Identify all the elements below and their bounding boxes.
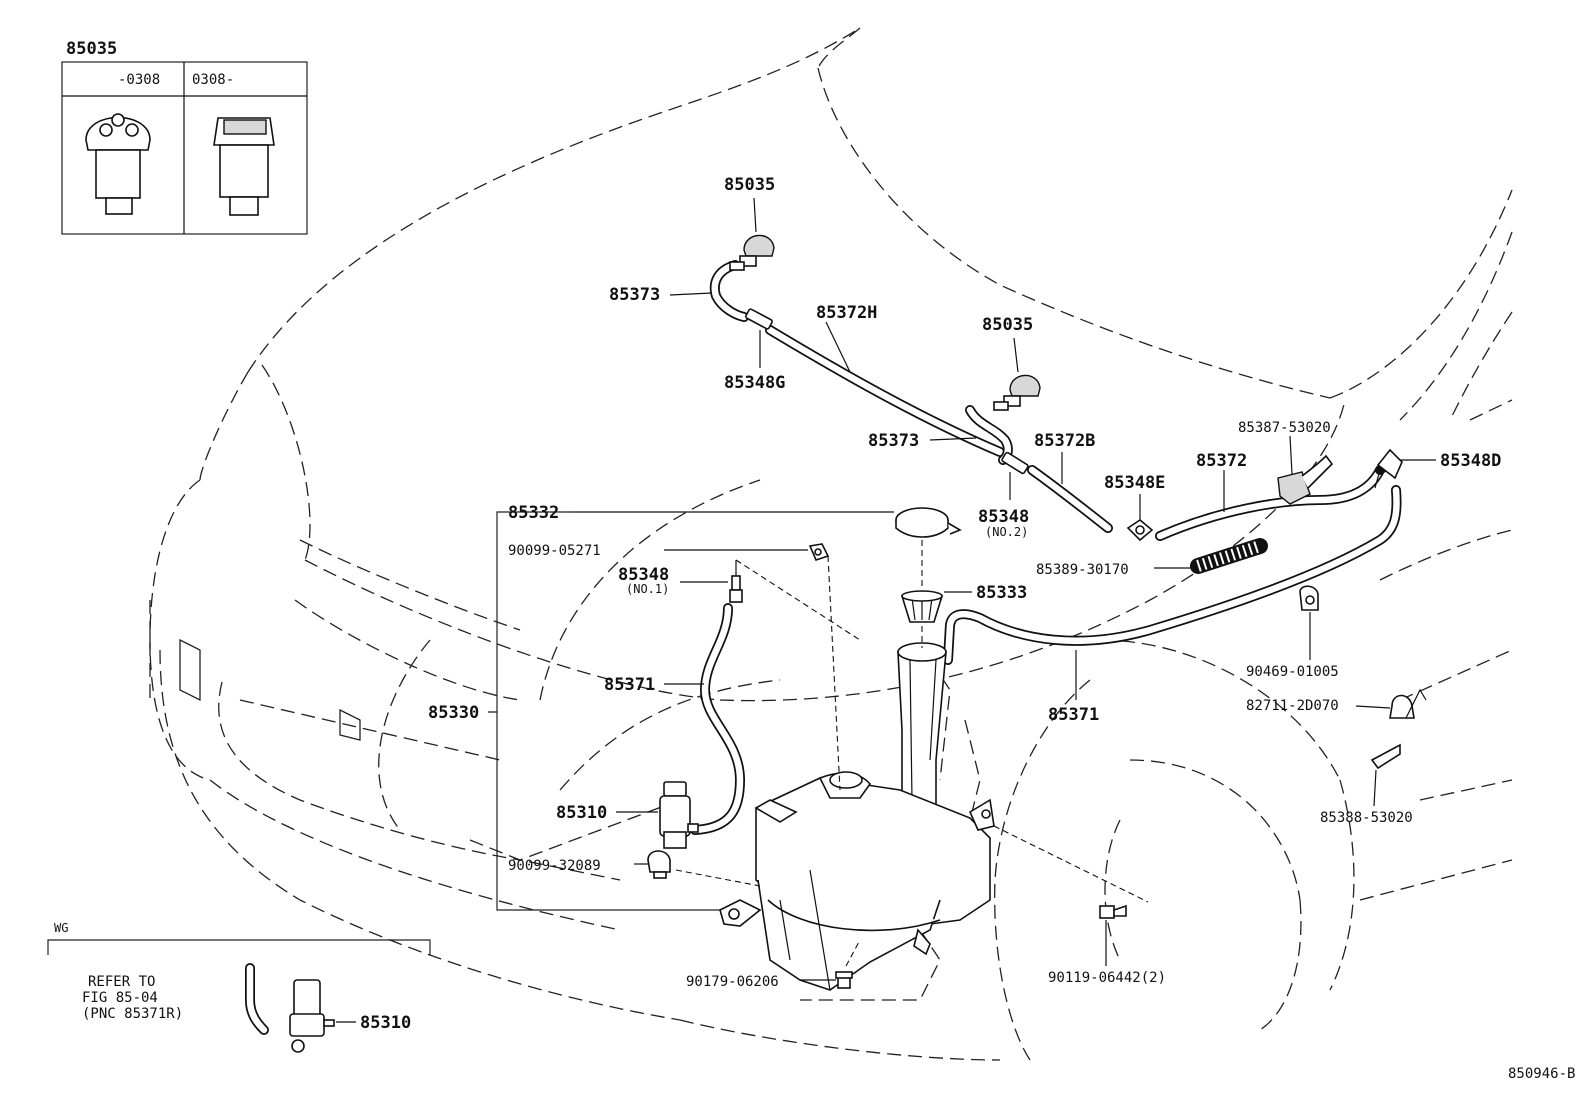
label-joint-no2-sub: (NO.2) — [985, 525, 1028, 539]
bolt-90119-06442[interactable] — [1099, 904, 1127, 919]
label-clip-85387-53020: 85387-53020 — [1238, 420, 1331, 436]
tank-bracket-frame — [496, 511, 722, 911]
hose-network — [690, 260, 1402, 835]
label-grommet: 90099-32089 — [508, 858, 601, 874]
hose-protector-85389-30170[interactable] — [1190, 538, 1268, 574]
joint-85348G[interactable] — [745, 308, 773, 330]
label-joint-85348E: 85348E — [1104, 473, 1165, 493]
label-nozzle-upper: 85035 — [724, 175, 775, 195]
label-joint-no2: 85348 — [978, 507, 1029, 527]
label-tank: 85330 — [428, 703, 479, 723]
inset-part-number: 85035 — [66, 39, 117, 59]
joint-85348-no2[interactable] — [1001, 451, 1029, 475]
wg-refer-line1: REFER TO — [88, 974, 155, 990]
washer-nozzle-right[interactable] — [993, 374, 1041, 411]
label-hose-85373-upper: 85373 — [609, 285, 660, 305]
label-hose-85372H: 85372H — [816, 303, 877, 323]
joint-85348E[interactable] — [1126, 519, 1154, 542]
label-hose-85372B: 85372B — [1034, 431, 1095, 451]
inset-wg-variant: WG REFER TO FIG 85-04 (PNC 85371R) 85310 — [47, 921, 431, 1053]
screw-90099-05271[interactable] — [808, 543, 830, 561]
joint-85348D[interactable] — [1374, 448, 1403, 489]
washer-pump-85310[interactable] — [659, 781, 699, 849]
figure-code: 850946-B — [1508, 1066, 1575, 1082]
wg-pump-illustration — [289, 979, 335, 1053]
label-clip-2d070: 82711-2D070 — [1246, 698, 1339, 714]
joint-85348-no1[interactable] — [729, 560, 743, 603]
wg-refer-line2: FIG 85-04 — [82, 990, 158, 1006]
clip-90469-01005[interactable] — [1299, 585, 1319, 611]
inset-col-right-label: 0308- — [192, 72, 234, 88]
wg-bracket — [47, 939, 431, 955]
bolt-90179-06206[interactable] — [835, 971, 853, 989]
label-clip-01005: 90469-01005 — [1246, 664, 1339, 680]
inset-nozzle-variants: 85035 -0308 0308- — [61, 39, 308, 235]
label-screw-05271: 90099-05271 — [508, 543, 601, 559]
wg-refer-line3: (PNC 85371R) — [82, 1006, 183, 1022]
label-bolt-06442: 90119-06442(2) — [1048, 970, 1166, 986]
assembly-dashed-leaders — [675, 540, 1149, 967]
vehicle-body-outline — [149, 27, 1513, 1061]
callout-labels: 85035 85373 85372H 85035 85348G 85373 85… — [428, 175, 1575, 1082]
wg-pump-label: 85310 — [360, 1013, 411, 1033]
label-protector: 85389-30170 — [1036, 562, 1129, 578]
label-tank-cap: 85332 — [508, 503, 559, 523]
label-nozzle-right: 85035 — [982, 315, 1033, 335]
label-hose-85372: 85372 — [1196, 451, 1247, 471]
label-joint-85348G: 85348G — [724, 373, 785, 393]
strainer-85333[interactable] — [900, 590, 944, 623]
grommet-90099-32089[interactable] — [647, 850, 671, 879]
label-pump: 85310 — [556, 803, 607, 823]
washer-nozzle-upper[interactable] — [729, 234, 775, 271]
label-joint-no1: 85348 — [618, 565, 669, 585]
clip-85388-53020[interactable] — [1370, 743, 1401, 770]
label-strainer: 85333 — [976, 583, 1027, 603]
tank-group-bracket — [488, 511, 722, 911]
nozzle-three-hole-illustration — [85, 113, 151, 215]
label-hose-85373-mid: 85373 — [868, 431, 919, 451]
clip-85387-53020[interactable] — [1277, 454, 1334, 505]
tank-cap-85332[interactable] — [895, 507, 962, 538]
label-hose-85371-left: 85371 — [604, 675, 655, 695]
label-joint-no1-sub: (NO.1) — [626, 582, 669, 596]
label-joint-85348D: 85348D — [1440, 451, 1501, 471]
label-clip-85388: 85388-53020 — [1320, 810, 1413, 826]
nozzle-slot-illustration — [213, 117, 275, 216]
inset-col-left-label: -0308 — [118, 72, 160, 88]
clip-82711-2D070[interactable] — [1389, 688, 1427, 719]
wg-tag: WG — [54, 921, 68, 935]
washer-tank-85330[interactable] — [719, 642, 995, 991]
label-bolt-06206: 90179-06206 — [686, 974, 779, 990]
label-hose-85371-right: 85371 — [1048, 705, 1099, 725]
